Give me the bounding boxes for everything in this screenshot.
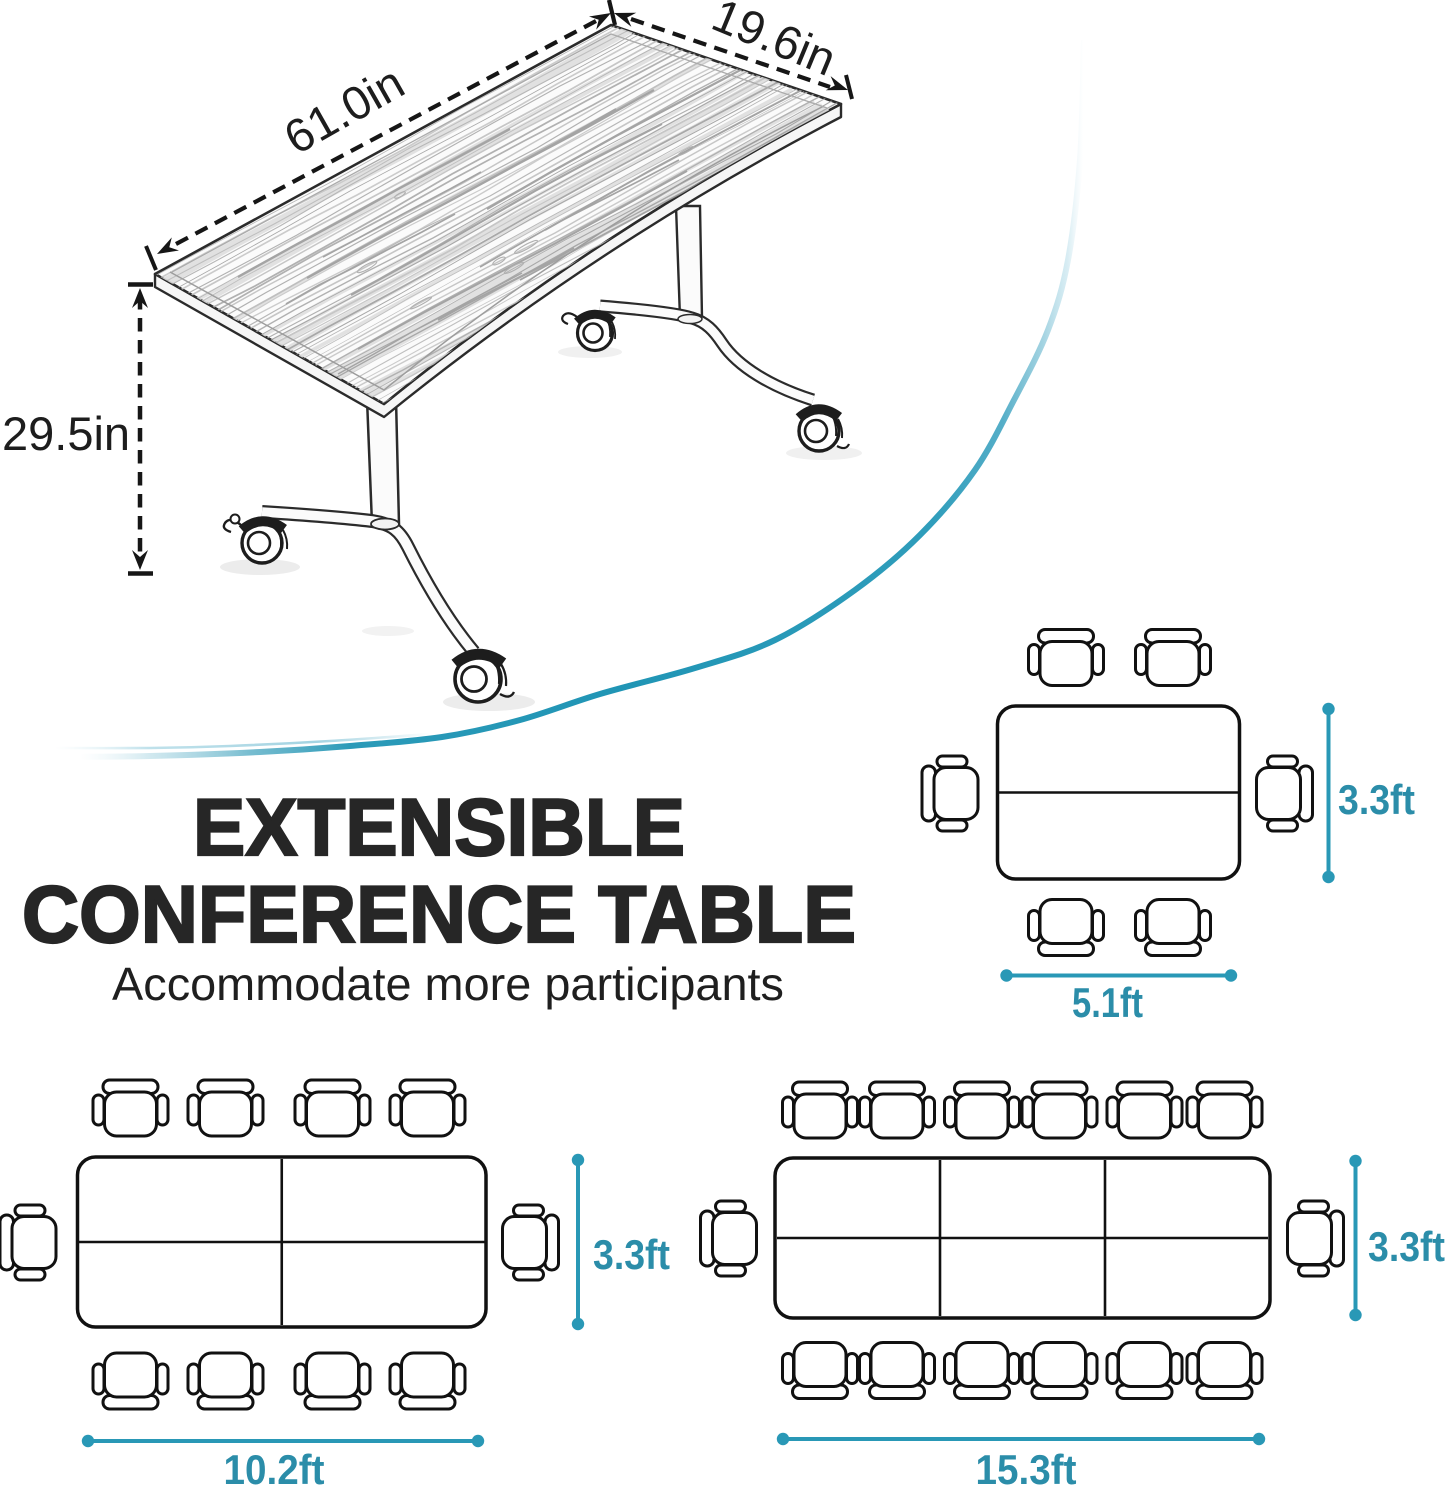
svg-text:EXTENSIBLE: EXTENSIBLE	[193, 783, 685, 873]
svg-text:15.3ft: 15.3ft	[976, 1446, 1077, 1485]
svg-text:10.2ft: 10.2ft	[224, 1446, 325, 1485]
svg-text:3.3ft: 3.3ft	[593, 1231, 670, 1278]
svg-text:5.1ft: 5.1ft	[1072, 979, 1143, 1026]
svg-text:3.3ft: 3.3ft	[1338, 776, 1415, 823]
svg-text:3.3ft: 3.3ft	[1368, 1223, 1445, 1270]
svg-text:29.5in: 29.5in	[2, 407, 130, 460]
svg-text:CONFERENCE TABLE: CONFERENCE TABLE	[22, 870, 856, 960]
svg-text:Accommodate more participants: Accommodate more participants	[112, 958, 784, 1010]
